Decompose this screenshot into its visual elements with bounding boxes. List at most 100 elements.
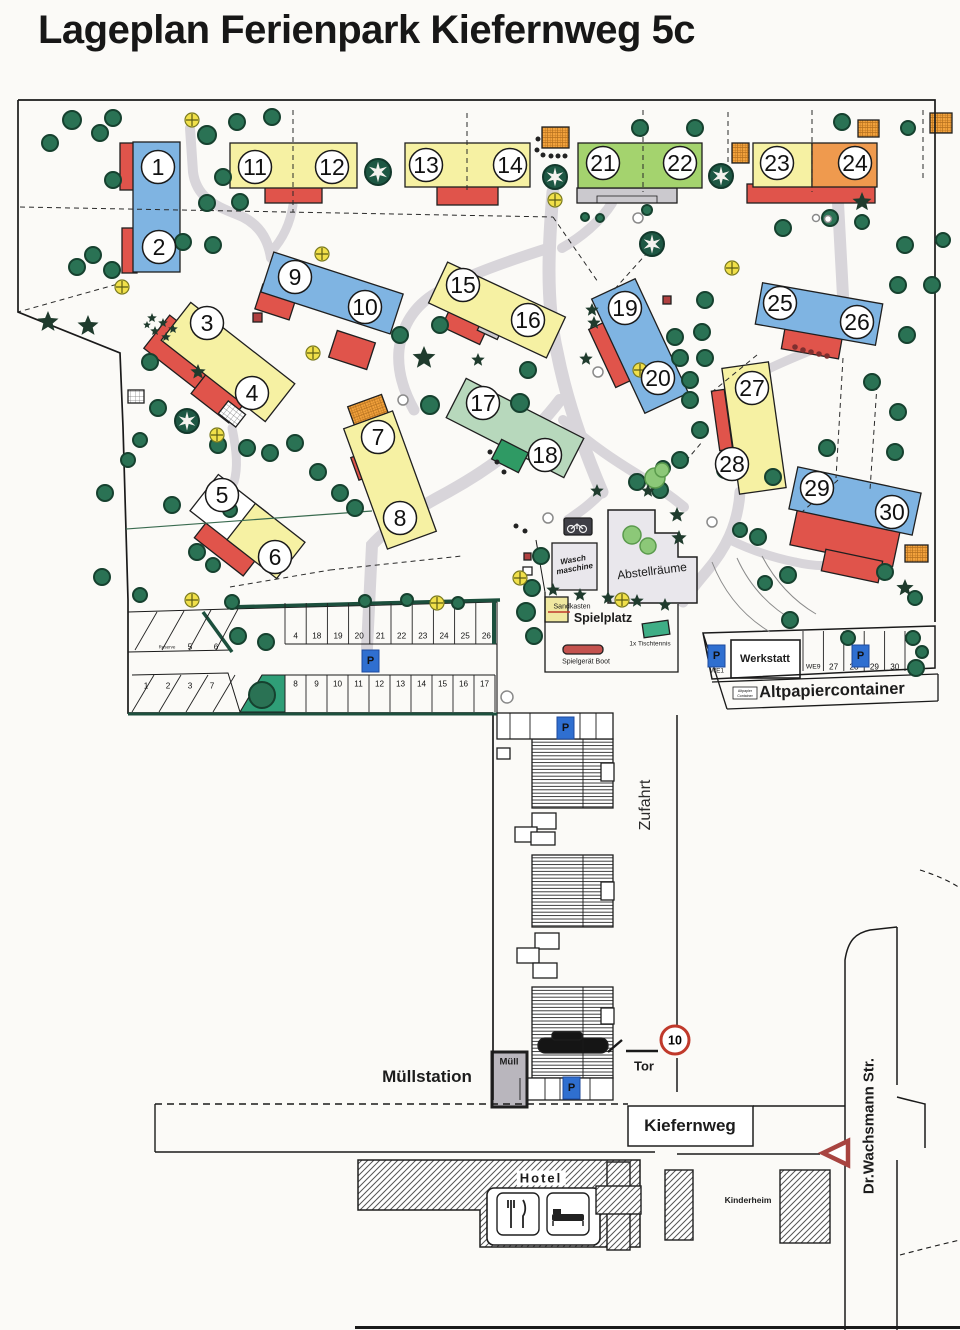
- tree-icon: [188, 543, 206, 561]
- dot-marker: [522, 528, 528, 534]
- building: [127, 389, 145, 404]
- building: [496, 712, 614, 740]
- parking-slot-number: 25: [461, 632, 471, 641]
- zufahrt-label: Zufahrt: [637, 779, 654, 831]
- parking-p-sign-letter: P: [713, 650, 720, 662]
- yield-sign-icon: [817, 1137, 851, 1169]
- parking-slot-number: 20: [355, 632, 365, 641]
- building-number-circle: [734, 370, 770, 406]
- parking-p-sign: [707, 644, 726, 668]
- bush-icon: [639, 537, 657, 555]
- lamp-icon: [211, 429, 223, 441]
- dot-marker: [792, 344, 798, 350]
- parking-slot-number: 7: [210, 682, 215, 691]
- marker-circle: [397, 394, 409, 406]
- building-number-circle: [204, 477, 240, 513]
- parking-slot-number: 29: [870, 663, 880, 672]
- tree-icon: [907, 590, 923, 606]
- footpath: [542, 185, 609, 499]
- we1-label: WE1: [709, 667, 725, 675]
- boundary-line: [919, 869, 960, 889]
- parking-slot-number: 11: [354, 680, 363, 689]
- tree-icon: [400, 593, 414, 607]
- building-number-4: 4: [246, 380, 259, 406]
- building: [641, 619, 671, 639]
- building-number-circle: [527, 437, 563, 473]
- parking-slot-number: 12: [375, 680, 385, 689]
- building: [563, 517, 593, 536]
- marker-circle: [592, 366, 604, 378]
- tree-icon: [693, 323, 711, 341]
- star-plant-icon: [37, 311, 59, 331]
- marker-circle: [632, 212, 644, 224]
- star-plant-icon: [168, 324, 178, 333]
- boundary-line: [544, 592, 679, 673]
- building: [551, 542, 598, 591]
- footpath: [227, 423, 241, 487]
- star-plant-icon: [671, 530, 687, 545]
- lamp-icon: [307, 347, 319, 359]
- building-number-circle: [277, 259, 313, 295]
- tree-icon: [774, 219, 792, 237]
- parking-p-sign: [361, 649, 380, 673]
- tree-icon: [103, 261, 121, 279]
- dot-marker: [800, 347, 806, 353]
- parking-slot-divider: [131, 674, 155, 713]
- building-number-30: 30: [879, 499, 905, 525]
- star-plant-icon: [150, 326, 160, 335]
- building: [904, 544, 929, 563]
- building: [496, 747, 511, 760]
- tree-icon: [132, 587, 148, 603]
- lamp-icon: [116, 281, 128, 293]
- tor-gate-label: Tor: [634, 1058, 654, 1074]
- building-number-5: 5: [216, 482, 229, 508]
- building-number-circle: [237, 149, 273, 185]
- parking-slot-number: 3: [188, 682, 193, 691]
- tree-icon: [580, 212, 590, 222]
- building-number-29: 29: [804, 475, 830, 501]
- star-plant-icon: [412, 346, 436, 368]
- parking-slot-number: 24: [439, 632, 449, 641]
- parking-slot-divider: [212, 674, 236, 713]
- building: [664, 1169, 694, 1241]
- building: [490, 438, 530, 474]
- tree-icon: [686, 119, 704, 137]
- parking-slot-number: 5: [188, 643, 193, 652]
- building-number-circle: [234, 375, 270, 411]
- parking-slot-number: 22: [397, 632, 407, 641]
- parcel-dashed-line: [711, 354, 758, 393]
- tree-icon: [896, 236, 914, 254]
- building-number-6: 6: [269, 544, 282, 570]
- parking-slot-divider: [185, 674, 209, 713]
- tree-icon: [263, 108, 281, 126]
- building-number-circle: [189, 305, 225, 341]
- parking-slot-number: 21: [376, 632, 386, 641]
- tree-icon: [358, 594, 372, 608]
- tree-icon: [120, 452, 136, 468]
- tree-icon: [198, 194, 216, 212]
- sandkasten-label: Sandkasten: [553, 603, 591, 611]
- star-plant-icon: [573, 588, 587, 601]
- tree-icon: [62, 110, 82, 130]
- parking-slot-number: 6: [214, 643, 219, 652]
- building: [779, 1169, 831, 1244]
- boundary-line: [18, 99, 936, 622]
- tree-icon: [915, 645, 929, 659]
- building-number-19: 19: [612, 295, 638, 321]
- tree-icon: [907, 659, 925, 677]
- lamp-icon: [549, 194, 561, 206]
- parking-slot-number: 13: [396, 680, 406, 689]
- tree-icon: [84, 246, 102, 264]
- tree-icon: [818, 439, 836, 457]
- tree-icon: [757, 575, 773, 591]
- altpapier-box-text: Container: [737, 694, 753, 698]
- wachsmann-street-label: Dr.Wachsmann Str.: [860, 1057, 878, 1195]
- altpapier-box-text: Altpapier: [738, 689, 753, 693]
- tree-icon: [93, 568, 111, 586]
- building-number-28: 28: [719, 451, 745, 477]
- page-title: Lageplan Ferienpark Kiefernweg 5c: [38, 8, 696, 52]
- building: [857, 119, 880, 138]
- parking-p-sign-letter: P: [367, 655, 374, 667]
- tree-icon: [886, 443, 904, 461]
- building-number-24: 24: [842, 150, 868, 176]
